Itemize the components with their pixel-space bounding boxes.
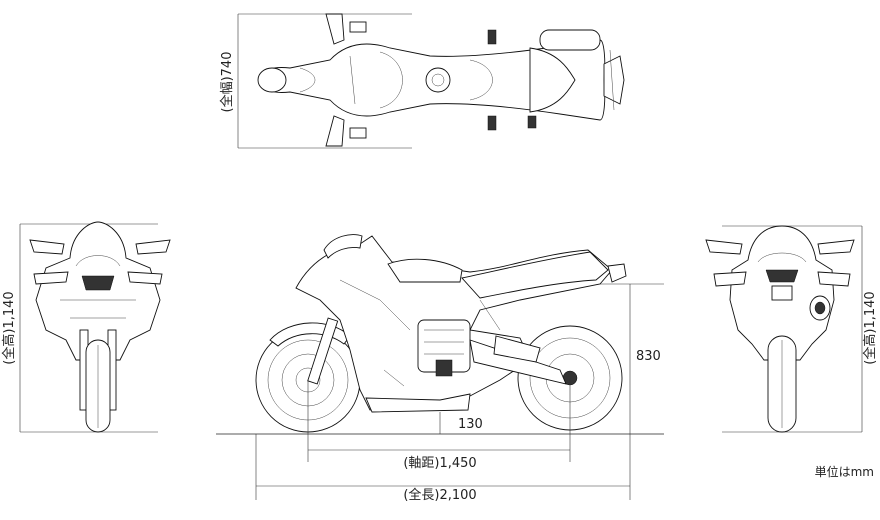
rear-view: (全高)1,140 (705, 225, 878, 433)
ground-clearance-label: 130 (458, 417, 483, 432)
rear-height-label: (全高)1,140 (862, 291, 878, 364)
unit-note: 単位はmm (815, 464, 874, 479)
front-view: (全高)1,140 (1, 221, 171, 433)
side-view: 830 130 (軸距)1,450 (全長)2,100 (216, 234, 664, 503)
top-view: (全幅)740 (219, 13, 625, 149)
width-label: (全幅)740 (219, 52, 235, 113)
front-height-label: (全高)1,140 (1, 291, 17, 364)
seat-height-label: 830 (636, 349, 661, 364)
length-label: (全長)2,100 (403, 487, 476, 503)
wheelbase-label: (軸距)1,450 (403, 456, 476, 471)
